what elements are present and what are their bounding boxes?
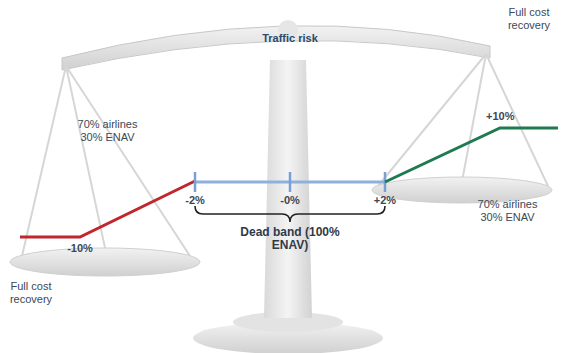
pan-string bbox=[378, 54, 548, 192]
scale-pillar bbox=[264, 60, 312, 318]
gain-sharing-line bbox=[385, 128, 558, 182]
outcome-label: Full cost recovery bbox=[500, 6, 558, 32]
left-pan bbox=[10, 248, 200, 276]
tick-mark bbox=[195, 172, 385, 192]
share-label: 70% airlines 30% ENAV bbox=[470, 198, 545, 224]
pan-string bbox=[22, 66, 190, 262]
percent-label: +10% bbox=[486, 110, 526, 123]
loss-sharing-line bbox=[20, 181, 195, 237]
share-label: 70% airlines 30% ENAV bbox=[70, 118, 145, 144]
beam-label: Traffic risk bbox=[240, 32, 340, 45]
percent-label: -10% bbox=[60, 242, 100, 255]
bracket-label: Dead band (100% ENAV) bbox=[232, 226, 348, 252]
percent-label: -0% bbox=[275, 194, 305, 207]
percent-label: +2% bbox=[370, 194, 400, 207]
outcome-label: Full cost recovery bbox=[2, 280, 60, 306]
dead-band-brace bbox=[195, 206, 385, 222]
percent-label: -2% bbox=[180, 194, 210, 207]
scale-beam bbox=[62, 26, 490, 70]
